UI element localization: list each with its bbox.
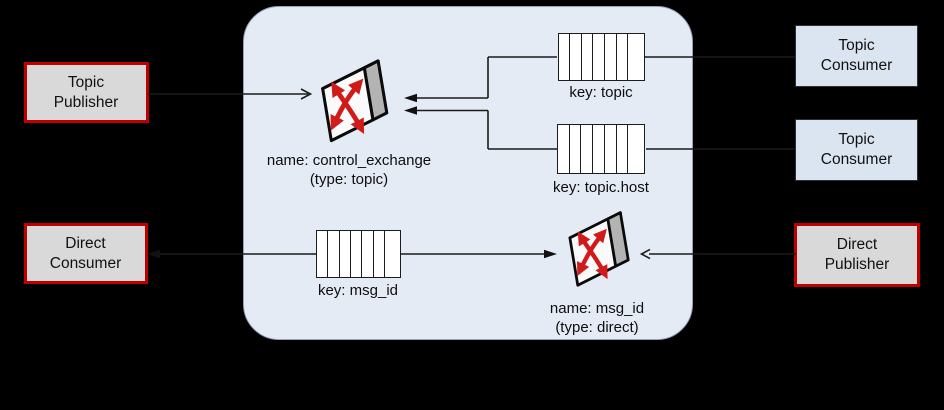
queue-slot [558, 125, 570, 173]
queue-slot [374, 231, 385, 277]
queue-slot [582, 34, 594, 80]
queue-slot [628, 125, 644, 173]
node-topic-consumer-1-line2: Consumer [820, 57, 893, 74]
node-direct-publisher: Direct Publisher [794, 223, 920, 287]
queue-slot [593, 34, 605, 80]
queue-slot [605, 34, 617, 80]
msg-id-exchange-type: (type: direct) [555, 319, 639, 336]
queue-slot [570, 34, 582, 80]
node-direct-publisher-line1: Direct [836, 236, 878, 253]
control-exchange-name: name: control_exchange [266, 152, 432, 169]
switch-3d-icon-control-exchange [314, 58, 392, 147]
queue-slot [581, 125, 594, 173]
queue-slot [317, 231, 329, 277]
node-direct-consumer: Direct Consumer [23, 223, 148, 284]
node-topic-consumer-1-line1: Topic [838, 37, 875, 54]
queue-msg-id [316, 230, 401, 278]
queue-topic-host [557, 124, 645, 174]
queue-slot [351, 231, 363, 277]
queue-slot [362, 231, 374, 277]
solid-arrowhead-into-direct-consumer [147, 249, 160, 259]
node-topic-consumer-2-line1: Topic [838, 131, 875, 148]
node-direct-publisher-line2: Publisher [824, 256, 890, 273]
queue-slot [385, 231, 400, 277]
queue-topic-label: key: topic [569, 84, 633, 101]
node-topic-consumer-1: Topic Consumer [795, 25, 918, 87]
msg-id-exchange-label: name: msg_id (type: direct) [497, 299, 697, 337]
queue-slot [559, 34, 571, 80]
queue-slot [617, 34, 629, 80]
control-exchange-label: name: control_exchange (type: topic) [249, 151, 449, 189]
node-direct-consumer-line1: Direct [65, 234, 106, 252]
control-exchange-type: (type: topic) [309, 171, 389, 188]
queue-slot [593, 125, 605, 173]
queue-slot [328, 231, 340, 277]
node-topic-publisher-line2: Publisher [53, 93, 119, 111]
queue-topic-host-label: key: topic.host [553, 179, 649, 196]
queue-topic [557, 33, 645, 81]
queue-slot [617, 125, 629, 173]
node-topic-consumer-2: Topic Consumer [795, 119, 918, 181]
queue-slot [570, 125, 582, 173]
msg-id-exchange-name: name: msg_id [549, 300, 645, 317]
queue-slot [605, 125, 617, 173]
node-topic-consumer-2-line2: Consumer [820, 151, 893, 168]
node-topic-publisher: Topic Publisher [23, 62, 149, 123]
node-direct-consumer-line2: Consumer [49, 254, 122, 272]
queue-slot [628, 34, 643, 80]
switch-3d-icon-msg-id-exchange [562, 208, 633, 293]
queue-slot [340, 231, 351, 277]
queue-msg-id-label: key: msg_id [317, 282, 399, 299]
node-topic-publisher-line1: Topic [67, 73, 105, 91]
